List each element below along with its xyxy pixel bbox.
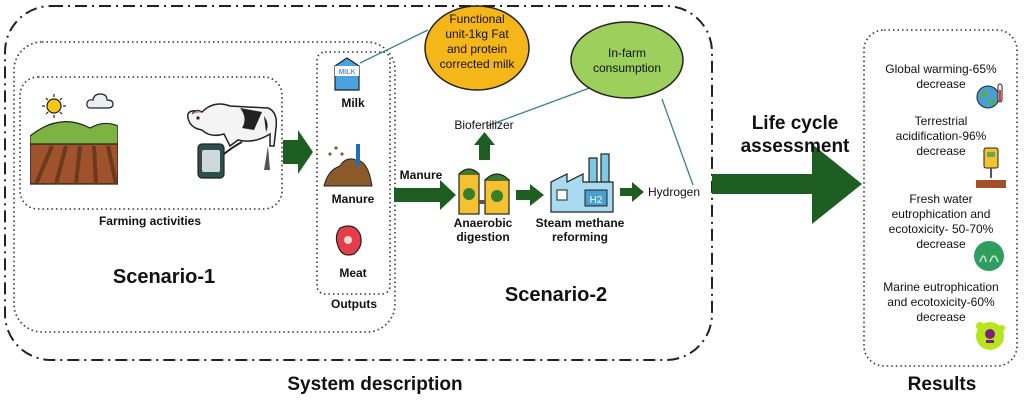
steam-line-2: reforming	[551, 230, 608, 244]
digestion-to-reforming-arrow	[516, 184, 544, 206]
result-fresh-water: Fresh water eutrophication and ecotoxici…	[866, 192, 1016, 252]
functional-unit-line-3: and protein	[446, 42, 508, 56]
milk-carton-icon: MILK	[334, 57, 360, 91]
functional-unit-line-4: corrected milk	[439, 57, 515, 71]
anaerobic-line-1: Anaerobic	[453, 216, 513, 230]
functional-unit-text: Functional unit-1kg Fat and protein corr…	[428, 12, 526, 72]
output-milk-label: Milk	[341, 96, 365, 110]
cow-milking-icon	[187, 103, 278, 179]
meat-icon	[335, 225, 362, 256]
output-meat-label: Meat	[339, 266, 367, 280]
milk-carton-label: MILK	[338, 69, 355, 76]
output-manure-label: Manure	[331, 192, 375, 206]
in-farm-line-1: In-farm	[607, 46, 646, 60]
functional-unit-connector	[359, 29, 429, 64]
anaerobic-line-2: digestion	[456, 230, 510, 244]
in-farm-line-2: consumption	[592, 61, 662, 75]
reforming-to-hydrogen-arrow	[620, 182, 644, 202]
manure-flow-arrow	[394, 180, 456, 210]
result-4-line-3: decrease	[916, 310, 966, 324]
farming-frame	[19, 76, 283, 210]
farm-to-outputs-arrow	[283, 130, 313, 174]
result-3-line-4: decrease	[916, 237, 966, 251]
outputs-caption: Outputs	[331, 297, 377, 311]
system-description-title: System description	[287, 374, 463, 395]
result-global-warming: Global warming-65% decrease	[866, 62, 1016, 92]
marine-toxicity-icon	[976, 322, 1005, 350]
steam-reforming-plant-icon: H2	[550, 153, 614, 213]
result-4-line-1: Marine eutrophication	[883, 280, 999, 294]
steam-methane-label: Steam methane reforming	[528, 216, 632, 244]
result-3-line-3: ecotoxicity- 50-70%	[888, 222, 994, 236]
lca-label: Life cycle assessment	[732, 112, 858, 158]
results-title: Results	[907, 374, 977, 395]
field-icon	[30, 94, 118, 185]
manure-flow-label: Manure	[399, 168, 443, 182]
functional-unit-bubble	[424, 5, 530, 91]
hydrogen-label: Hydrogen	[648, 185, 701, 199]
lca-arrow	[712, 144, 862, 224]
result-3-line-2: eutrophication and	[891, 207, 991, 221]
anaerobic-digester-icon	[458, 168, 510, 215]
fresh-water-icon	[974, 241, 1004, 271]
results-frame	[863, 29, 1018, 367]
result-3-line-1: Fresh water	[909, 192, 973, 206]
lca-line-1: Life cycle	[751, 113, 839, 134]
result-2-line-1: Terrestrial	[914, 114, 968, 128]
result-2-line-3: decrease	[916, 144, 966, 158]
result-4-line-2: and ecotoxicity-60%	[887, 295, 995, 309]
result-1-line-2: decrease	[916, 77, 966, 91]
functional-unit-line-1: Functional	[449, 12, 505, 26]
scenario1-label: Scenario-1	[112, 266, 216, 288]
result-2-line-2: acidification-96%	[895, 129, 987, 143]
cloud-icon	[86, 93, 114, 109]
in-farm-connector-left	[486, 85, 596, 127]
scenario2-label: Scenario-2	[504, 284, 608, 306]
anaerobic-digestion-label: Anaerobic digestion	[438, 216, 528, 244]
result-marine: Marine eutrophication and ecotoxicity-60…	[866, 280, 1016, 325]
in-farm-bubble	[570, 21, 684, 99]
result-1-line-1: Global warming-65%	[885, 62, 997, 76]
outputs-frame	[316, 51, 391, 295]
h2-label: H2	[590, 195, 603, 206]
lca-line-2: assessment	[740, 136, 850, 157]
biofertilizer-arrow	[474, 132, 495, 160]
manure-icon	[323, 144, 373, 187]
in-farm-connector-right	[661, 98, 694, 186]
steam-line-1: Steam methane	[535, 216, 625, 230]
scenario1-frame	[13, 41, 396, 333]
global-warming-icon	[976, 83, 1003, 109]
functional-unit-line-2: unit-1kg Fat	[445, 27, 509, 41]
result-terrestrial-acidification: Terrestrial acidification-96% decrease	[866, 114, 1016, 159]
farming-activities-label: Farming activities	[98, 214, 202, 228]
soil-acidity-meter-icon	[976, 147, 1006, 188]
in-farm-text: In-farm consumption	[575, 46, 679, 76]
biofertilizer-label: Biofertilizer	[454, 118, 514, 132]
